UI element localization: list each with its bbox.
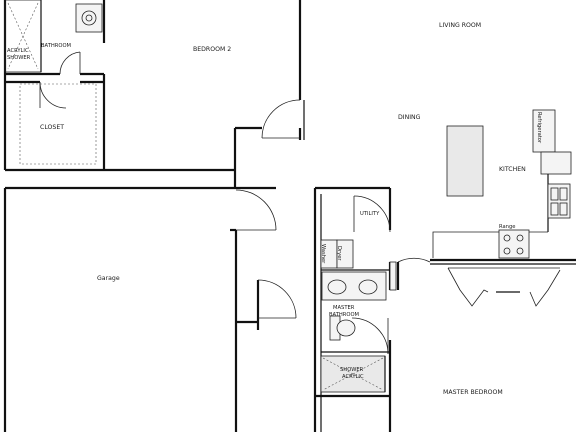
bathroom-door-swing [59, 51, 81, 75]
top-left-walls [3, 0, 106, 172]
label-bathroom: BATHROOM [41, 43, 71, 49]
label-living-room: LIVING ROOM [439, 22, 481, 29]
hall-door-swing [257, 279, 297, 319]
label-kitchen: KITCHEN [499, 166, 526, 173]
top-sink-counter [75, 3, 103, 33]
utility-door-swing [353, 195, 391, 233]
label-closet: CLOSET [40, 124, 64, 131]
garage-door-swing [235, 189, 277, 231]
label-master-bedroom: MASTER BEDROOM [443, 389, 503, 396]
label-dryer: Dryer [336, 246, 342, 261]
master-vanity [321, 271, 387, 301]
master-bath-door-swing [351, 317, 389, 355]
label-range: Range [499, 224, 515, 230]
master-sink-right-icon [358, 279, 378, 295]
dryer [336, 239, 354, 269]
label-garage: Garage [97, 275, 120, 282]
closet-door-swing [39, 81, 67, 109]
garage-walls [3, 186, 297, 432]
label-dining: DINING [398, 114, 421, 121]
kitchen-island [446, 125, 484, 197]
range [498, 229, 530, 259]
label-utility: UTILITY [360, 211, 380, 217]
bedroom-2-door-swing [261, 99, 301, 139]
label-bedroom-2: BEDROOM 2 [193, 46, 231, 53]
master-bedroom-door-swing [397, 257, 431, 263]
bifold-door-left [447, 267, 489, 307]
label-washer: Washer [320, 244, 326, 264]
closet-shelf-outline [19, 83, 97, 165]
top-sink-icon [81, 10, 97, 26]
label-refrigerator: Refrigerator [536, 112, 542, 144]
utility-walls [313, 186, 397, 432]
master-sink-left-icon [327, 279, 347, 295]
toilet-icon [336, 319, 356, 337]
kitchen-walls [396, 109, 576, 307]
bedroom-2-walls [104, 0, 305, 188]
bifold-door-right [529, 269, 561, 307]
kitchen-sink [547, 183, 571, 219]
